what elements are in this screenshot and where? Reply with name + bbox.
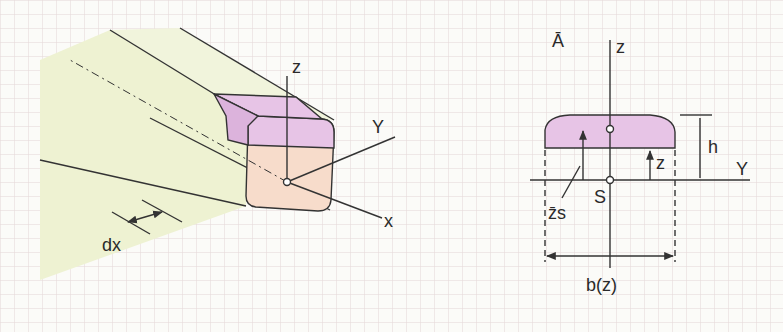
dimension-label: b(z) [586, 276, 617, 294]
centroid-label: S [594, 188, 606, 206]
dimension-label: dx [102, 236, 121, 254]
axis-label: x [384, 212, 393, 230]
coordinate-label: z̄s [548, 204, 566, 222]
axis-label: z [616, 38, 625, 56]
area-label: Ā [552, 32, 564, 50]
axis-label: Y [736, 160, 748, 178]
dimension-label: h [708, 138, 718, 156]
coordinate-label: z [656, 154, 665, 172]
beam-3d [40, 28, 395, 280]
cross-section [530, 40, 750, 268]
axis-label: z [292, 58, 301, 76]
axis-label: Y [372, 118, 384, 136]
